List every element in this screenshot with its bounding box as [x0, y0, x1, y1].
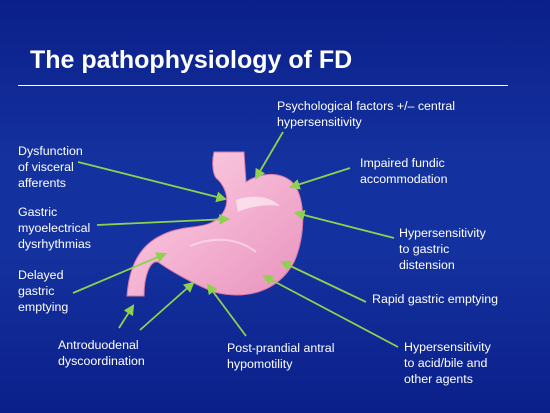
arrow-acid [262, 274, 399, 348]
label-gastric-distension: Hypersensitivity to gastric distension [399, 226, 486, 272]
label-myoelectrical-dysrhythmias: Gastric myoelectrical dysrhythmias [18, 205, 91, 251]
label-psychological-factors: Psychological factors +/– central hypers… [277, 99, 456, 129]
title-bar: The pathophysiology of FD [0, 0, 550, 90]
label-antral-hypomotility: Post-prandial antral hypomotility [227, 341, 335, 371]
stomach-shape [126, 151, 304, 297]
title-underline [18, 85, 508, 86]
stomach-highlight [236, 196, 280, 212]
arrow-antral [206, 283, 247, 337]
arrow-visceral [77, 161, 228, 203]
label-fundic-accommodation: Impaired fundic accommodation [360, 156, 448, 186]
arrow-antroduodenal-2 [139, 281, 195, 331]
arrow-rapid [280, 260, 367, 303]
arrow-fundic [288, 167, 351, 190]
arrow-myoelectrical [96, 214, 231, 226]
arrow-distension [293, 209, 395, 239]
stomach-illustration [126, 151, 304, 297]
label-rapid-gastric-emptying: Rapid gastric emptying [372, 292, 499, 306]
label-visceral-afferents: Dysfunction of visceral afferents [18, 144, 83, 190]
arrow-psychological [254, 131, 284, 180]
arrows [72, 131, 399, 348]
label-delayed-gastric-emptying: Delayed gastric emptying [18, 268, 69, 314]
label-acid-bile-hypersensitivity: Hypersensitivity to acid/bile and other … [404, 340, 491, 386]
arrow-delayed [72, 252, 167, 294]
label-antroduodenal-dyscoordination: Antroduodenal dyscoordination [58, 338, 145, 368]
slide-title: The pathophysiology of FD [30, 46, 353, 74]
arrow-antroduodenal-1 [118, 304, 135, 329]
stomach-fold-highlight [189, 238, 257, 253]
